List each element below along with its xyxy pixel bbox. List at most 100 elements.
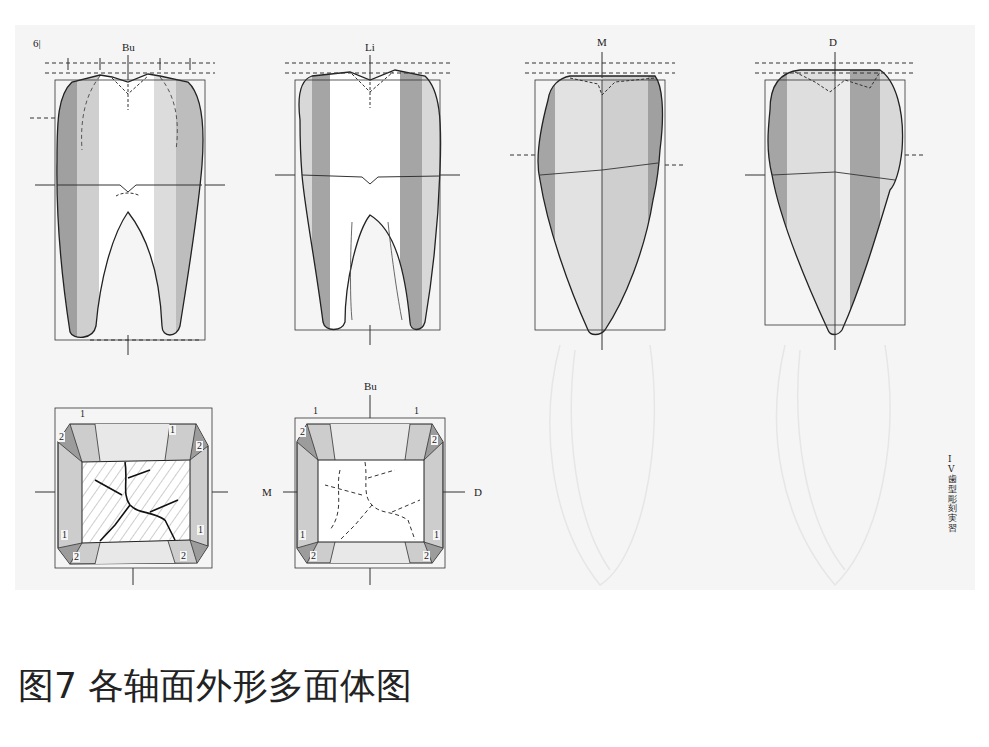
- callout-number: 1: [299, 530, 306, 540]
- occlusal-view-part: [35, 492, 228, 585]
- distal-view-part-part: [880, 60, 910, 350]
- faint-ghost-part: [798, 350, 845, 570]
- lingual-view-part-part: [400, 60, 422, 350]
- lingual-view-part: [285, 63, 450, 73]
- mesial-view-part: [540, 80, 658, 332]
- occlusal-view: [283, 395, 465, 585]
- occlusal-view-part: [297, 424, 318, 460]
- view-label: Bu: [363, 381, 378, 392]
- figure-caption: 图7 各轴面外形多面体图: [18, 662, 412, 711]
- lingual-view-part: [302, 175, 440, 184]
- callout-number: 2: [73, 552, 80, 562]
- distal-view-part: [760, 60, 910, 350]
- occlusal-view-part: [297, 424, 443, 563]
- buccal-view: [30, 55, 225, 355]
- lingual-view-part-part: [290, 60, 312, 350]
- callout-number: 2: [310, 551, 317, 561]
- buccal-view-part: [30, 63, 215, 118]
- occlusal-view: [35, 408, 228, 585]
- buccal-view-part: [55, 80, 205, 340]
- distal-view-part: [765, 80, 905, 325]
- mesial-view-part: [530, 60, 673, 350]
- lingual-view-part: [275, 55, 460, 345]
- tooth-illustration-part: [15, 25, 975, 590]
- lingual-view-part-part: [422, 60, 447, 350]
- mesial-view-part-part: [530, 60, 555, 350]
- callout-number: 2: [423, 551, 430, 561]
- distal-view-part: [768, 70, 903, 335]
- callout-number: 1: [433, 530, 440, 540]
- callout-number: 2: [180, 551, 187, 561]
- buccal-view-part: [82, 76, 178, 150]
- callout-number: 1: [79, 409, 86, 419]
- occlusal-view-part: [95, 424, 170, 461]
- mesial-view-part: [538, 76, 662, 335]
- buccal-view-part-part: [50, 60, 77, 350]
- faint-ghost-part: [777, 345, 890, 585]
- callout-number: 2: [196, 441, 203, 451]
- occlusal-view-part: [318, 460, 424, 542]
- lingual-view-part-part: [330, 60, 400, 350]
- occlusal-view-part: [58, 424, 208, 564]
- buccal-view-part: [116, 193, 140, 196]
- occlusal-view-part: [80, 458, 192, 546]
- buccal-view-part: [57, 74, 203, 337]
- occlusal-view-part: [95, 541, 175, 564]
- distal-view-part-part: [835, 60, 850, 350]
- direction-label: M: [261, 487, 273, 498]
- view-label: D: [828, 37, 838, 48]
- callout-number: 1: [197, 525, 204, 535]
- callout-number: 2: [58, 432, 65, 442]
- distal-view: [745, 52, 925, 350]
- buccal-view-part-part: [99, 60, 154, 350]
- occlusal-view-part: [330, 542, 410, 563]
- callout-number: 2: [299, 427, 306, 437]
- lingual-view-part: [351, 222, 403, 320]
- lingual-view: [275, 55, 460, 350]
- distal-view-part-part: [850, 60, 880, 350]
- callout-number: 1: [61, 530, 68, 540]
- faint-ghost-part: [550, 345, 654, 585]
- buccal-view-part: [90, 340, 200, 341]
- occlusal-view-part: [325, 462, 420, 540]
- occlusal-view-part: [424, 424, 443, 460]
- buccal-view-part: [112, 76, 148, 110]
- faint-ghost: [550, 345, 890, 585]
- occlusal-view-part: [330, 424, 410, 460]
- mesial-view-part-part: [602, 60, 648, 350]
- buccal-view-part-part: [154, 60, 176, 350]
- occlusal-view-part: [283, 395, 465, 585]
- occlusal-view-part: [190, 540, 208, 563]
- faint-ghost-part: [571, 350, 610, 570]
- view-label: Bu: [121, 42, 136, 53]
- distal-view-part-part: [760, 60, 787, 350]
- occlusal-view-part: [58, 424, 82, 462]
- occlusal-view-part: [95, 462, 178, 541]
- distal-view-part: [755, 63, 925, 155]
- mesial-view-part: [535, 80, 665, 330]
- lingual-view-part: [299, 70, 441, 330]
- view-label: Li: [364, 42, 376, 53]
- distal-view-part: [772, 76, 895, 332]
- callout-number: 2: [431, 435, 438, 445]
- distal-view-part: [745, 52, 835, 350]
- buccal-view-part: [57, 185, 202, 192]
- mesial-view-part: [510, 63, 685, 165]
- lingual-view-part: [290, 60, 447, 350]
- lingual-view-part: [352, 72, 393, 108]
- mesial-view: [510, 52, 685, 350]
- occlusal-view-part: [55, 408, 212, 568]
- buccal-view-part: [35, 55, 225, 355]
- page-header-vertical: IV 歯型彫刻実習: [947, 455, 958, 534]
- distal-view-part-part: [787, 60, 835, 350]
- direction-label: D: [473, 487, 483, 498]
- view-label: M: [596, 37, 608, 48]
- buccal-view-part: [50, 60, 211, 350]
- callout-number: 1: [312, 406, 319, 416]
- lingual-view-part: [295, 80, 440, 330]
- mesial-view-part: [570, 78, 655, 95]
- buccal-view-part-part: [176, 60, 211, 350]
- occlusal-view-part: [297, 424, 443, 563]
- occlusal-view-part: [295, 418, 445, 568]
